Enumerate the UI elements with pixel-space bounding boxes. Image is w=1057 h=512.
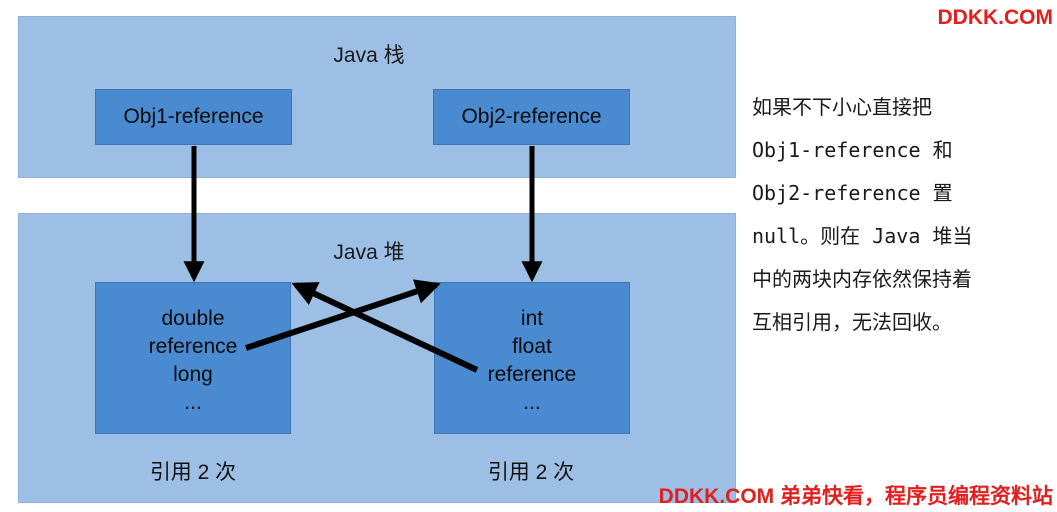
- obj1-reference-label: Obj1-reference: [123, 105, 264, 128]
- obj2-field: float: [512, 335, 552, 358]
- obj2-count-label: 引用 2 次: [487, 461, 575, 484]
- note-line: 互相引用，无法回收。: [752, 310, 952, 334]
- watermark-bottom: DDKK.COM 弟弟快看，程序员编程资料站: [658, 485, 1053, 508]
- obj1-field: long: [173, 363, 213, 386]
- note-line: Obj1-reference 和: [752, 138, 953, 162]
- java-stack-title: Java 栈: [333, 44, 405, 67]
- obj2-field: int: [520, 307, 544, 330]
- obj2-to-obj1-arrow: [291, 282, 479, 373]
- obj1-reference-box: Obj1-reference: [95, 89, 292, 145]
- obj1-field: ...: [184, 391, 202, 414]
- obj1-field: double: [161, 307, 225, 330]
- obj1-to-obj2-arrow: [245, 279, 441, 351]
- obj2-heap-object: int float reference ...: [434, 282, 630, 434]
- obj1-heap-object: double reference long ...: [95, 282, 291, 434]
- obj2-field: reference: [487, 363, 577, 386]
- note-line: 中的两块内存依然保持着: [752, 267, 972, 291]
- obj2-reference-label: Obj2-reference: [461, 105, 602, 128]
- obj1-count-label: 引用 2 次: [149, 461, 237, 484]
- obj1-field: reference: [148, 335, 238, 358]
- note-line: Obj2-reference 置: [752, 181, 953, 205]
- note-line: 如果不下小心直接把: [752, 95, 932, 119]
- explanation-note: 如果不下小心直接把 Obj1-reference 和 Obj2-referenc…: [752, 88, 1052, 346]
- java-heap-title: Java 堆: [333, 241, 405, 264]
- note-line: null。则在 Java 堆当: [752, 224, 973, 248]
- obj2-field: ...: [523, 391, 541, 414]
- obj2-reference-box: Obj2-reference: [433, 89, 630, 145]
- watermark-top: DDKK.COM: [937, 6, 1054, 29]
